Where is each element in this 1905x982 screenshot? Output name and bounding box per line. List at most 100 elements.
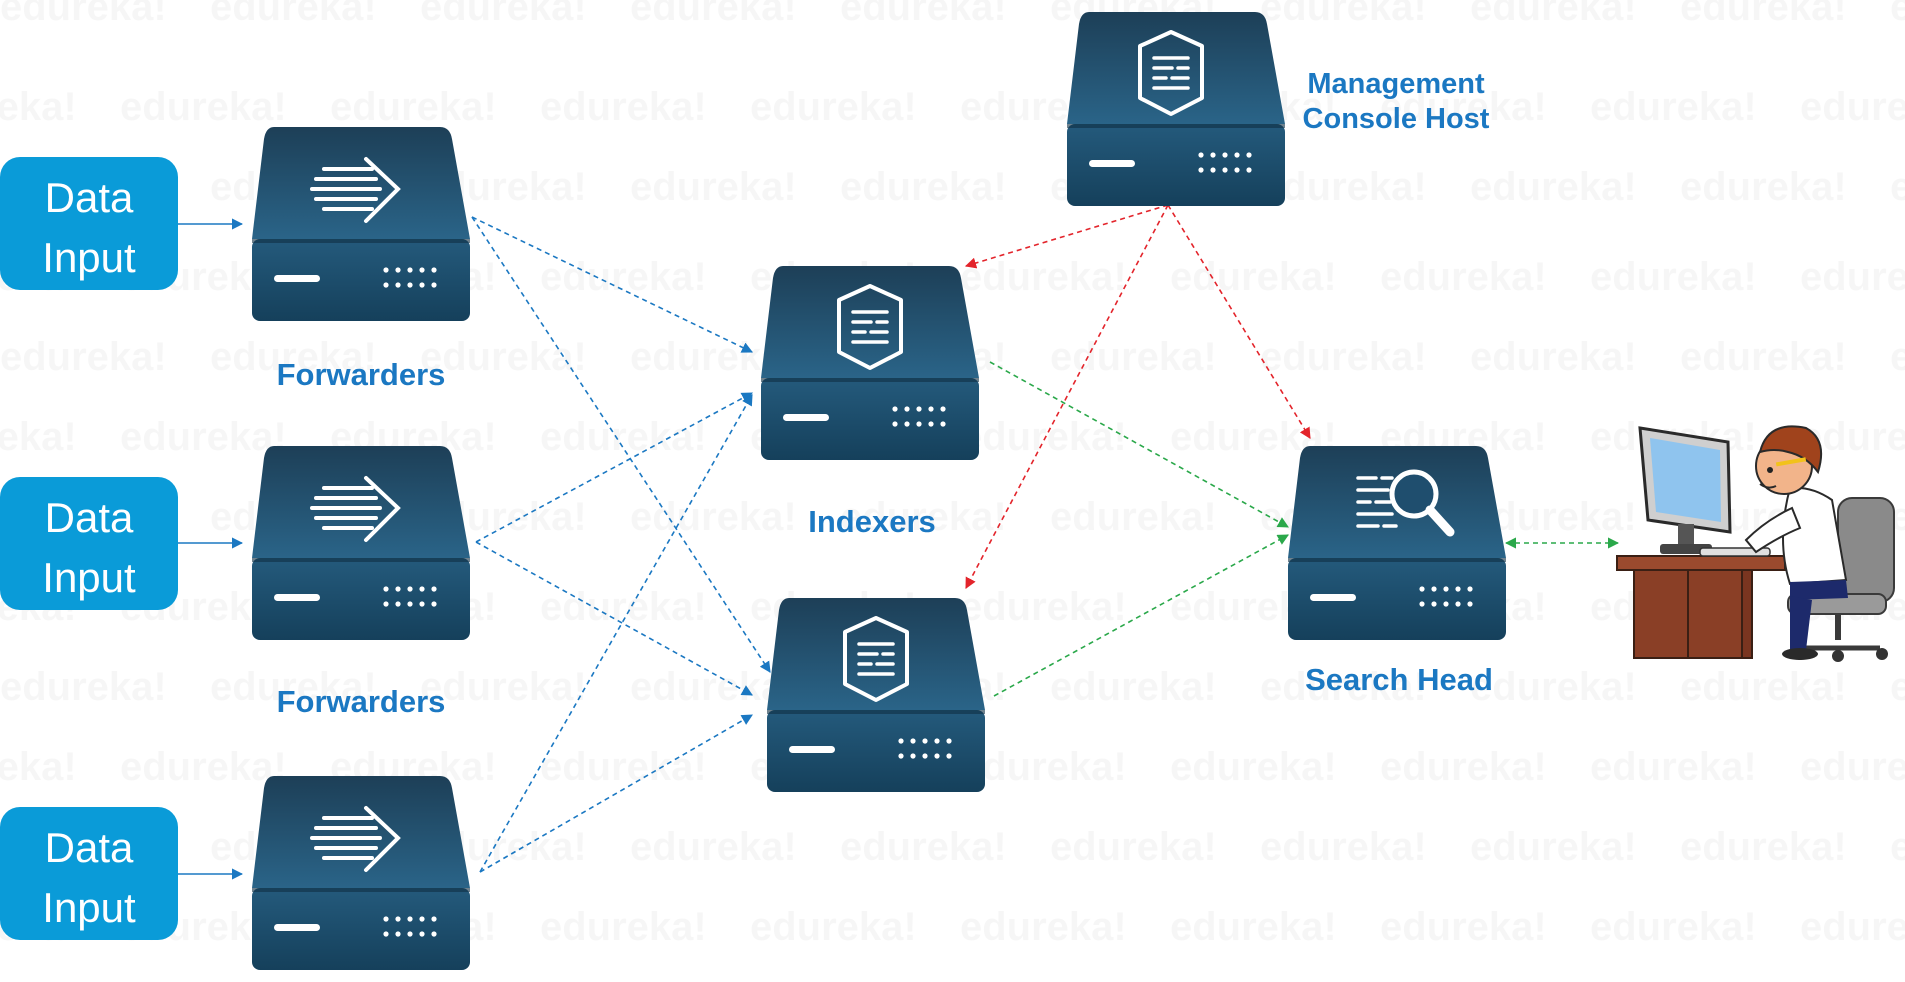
watermark-text: edureka! (1590, 745, 1757, 789)
management-console-server (1067, 12, 1285, 206)
watermark-text: edureka! (330, 85, 497, 129)
watermark-text: edureka! (0, 745, 77, 789)
forward-arrow-icon (310, 476, 401, 542)
watermark-text: edureka! (960, 255, 1127, 299)
watermark-text: edureka! (1050, 335, 1217, 379)
arrow-mgmt-idx2 (965, 204, 1169, 589)
watermark-text: edureka! (960, 585, 1127, 629)
watermark-text: edureka! (750, 85, 917, 129)
data-input-box (0, 157, 178, 290)
watermark-text: edureka! (960, 745, 1127, 789)
watermark-text: edureka! (1380, 745, 1547, 789)
watermark-text: edureka! (120, 745, 287, 789)
data-input-line2: Input (42, 234, 136, 281)
data-input-line1: Data (45, 824, 134, 871)
arrow-fwd2-idx1 (475, 392, 753, 543)
watermark-text: edureka! (1590, 255, 1757, 299)
arrow-fwd3-idx1 (479, 394, 753, 873)
watermark-text: edureka! (0, 665, 167, 709)
watermark-text: edureka! (0, 85, 77, 129)
watermark-text: edureka! (1050, 825, 1217, 869)
document-shield-icon (1138, 30, 1204, 116)
watermark-text: edureka! (1890, 335, 1905, 379)
arrow-mgmt-idx1 (964, 204, 1169, 269)
watermark-text: edureka! (1260, 165, 1427, 209)
document-shield-icon (837, 284, 903, 370)
watermark-text: edureka! (540, 415, 707, 459)
indexer-server-2 (767, 598, 985, 792)
arrow-fwd2-idx2 (475, 541, 753, 696)
watermark-text: edureka! (1260, 825, 1427, 869)
watermark-text: edureka! (1890, 0, 1905, 29)
watermark-text: edureka! (1170, 905, 1337, 949)
watermark-text: edureka! (1470, 825, 1637, 869)
data-input-1: Data Input (0, 157, 178, 290)
watermark-text: edureka! (540, 905, 707, 949)
watermark-text: edureka! (1470, 665, 1637, 709)
watermark-text: edureka! (1800, 255, 1905, 299)
watermark-text: edureka! (1800, 905, 1905, 949)
forwarder-server-3 (252, 776, 470, 970)
watermark-text: edureka! (1680, 665, 1847, 709)
arrow-mgmt-searchhead (1167, 204, 1311, 439)
watermark-text: edureka! (210, 0, 377, 29)
watermark-text: edureka! (840, 165, 1007, 209)
management-label-line2: Console Host (1303, 103, 1490, 135)
watermark-text: edureka! (120, 85, 287, 129)
watermark-text: edureka! (630, 0, 797, 29)
forwarder-server-1 (252, 127, 470, 321)
indexers-label: Indexers (808, 504, 936, 539)
watermark-text: edureka! (1890, 825, 1905, 869)
watermark-text: edureka! (1260, 335, 1427, 379)
watermark-text: edureka! (0, 0, 167, 29)
watermark-text: edureka! (1590, 85, 1757, 129)
watermark-text: edureka! (630, 825, 797, 869)
watermark-text: edureka! (1680, 165, 1847, 209)
watermark-text: edureka! (420, 0, 587, 29)
forwarders-label-1: Forwarders (277, 357, 446, 392)
arrow-idx1-searchhead (989, 361, 1289, 528)
forward-arrow-icon (310, 806, 401, 872)
data-input-line1: Data (45, 174, 134, 221)
watermark-text: edureka! (1470, 165, 1637, 209)
watermark-text: edureka! (1800, 85, 1905, 129)
watermark-text: edureka! (960, 905, 1127, 949)
watermark-text: edureka! (1890, 165, 1905, 209)
forwarder-server-2 (252, 446, 470, 640)
arrow-fwd1-idx2 (471, 216, 771, 673)
watermark-text: edureka! (0, 335, 167, 379)
watermark-text: edureka! (840, 825, 1007, 869)
watermark-text: edureka! (630, 495, 797, 539)
data-input-box (0, 477, 178, 610)
data-input-3: Data Input (0, 807, 178, 940)
watermark-text: edureka! (1050, 495, 1217, 539)
watermark-text: edureka! (1800, 745, 1905, 789)
search-head-server (1288, 446, 1506, 640)
document-shield-icon (843, 616, 909, 702)
watermark-text: edureka! (540, 85, 707, 129)
data-input-box (0, 807, 178, 940)
watermark-text: edureka! (120, 415, 287, 459)
watermark-text: edureka! (1050, 665, 1217, 709)
arrow-fwd1-idx1 (471, 216, 754, 353)
watermark-text: edureka! (1680, 825, 1847, 869)
watermark-text: edureka! (750, 905, 917, 949)
watermark-text: edureka! (1680, 0, 1847, 29)
indexer-server-1 (761, 266, 979, 460)
watermark-text: edureka! (840, 0, 1007, 29)
watermark-text: edureka! (1890, 665, 1905, 709)
watermark-text: edureka! (1470, 335, 1637, 379)
watermark-text: edureka! (1380, 255, 1547, 299)
watermark-text: edureka! (1170, 255, 1337, 299)
forward-arrow-icon (310, 157, 401, 223)
watermark-text: edureka! (1470, 0, 1637, 29)
watermark-text: edureka! (0, 415, 77, 459)
data-input-line1: Data (45, 494, 134, 541)
arrow-idx2-searchhead (993, 534, 1289, 697)
arrow-fwd3-idx2 (479, 714, 753, 873)
watermark-text: edureka! (1170, 745, 1337, 789)
watermark-text: edureka! (1590, 905, 1757, 949)
watermark-text: edureka! (630, 165, 797, 209)
data-input-line2: Input (42, 554, 136, 601)
